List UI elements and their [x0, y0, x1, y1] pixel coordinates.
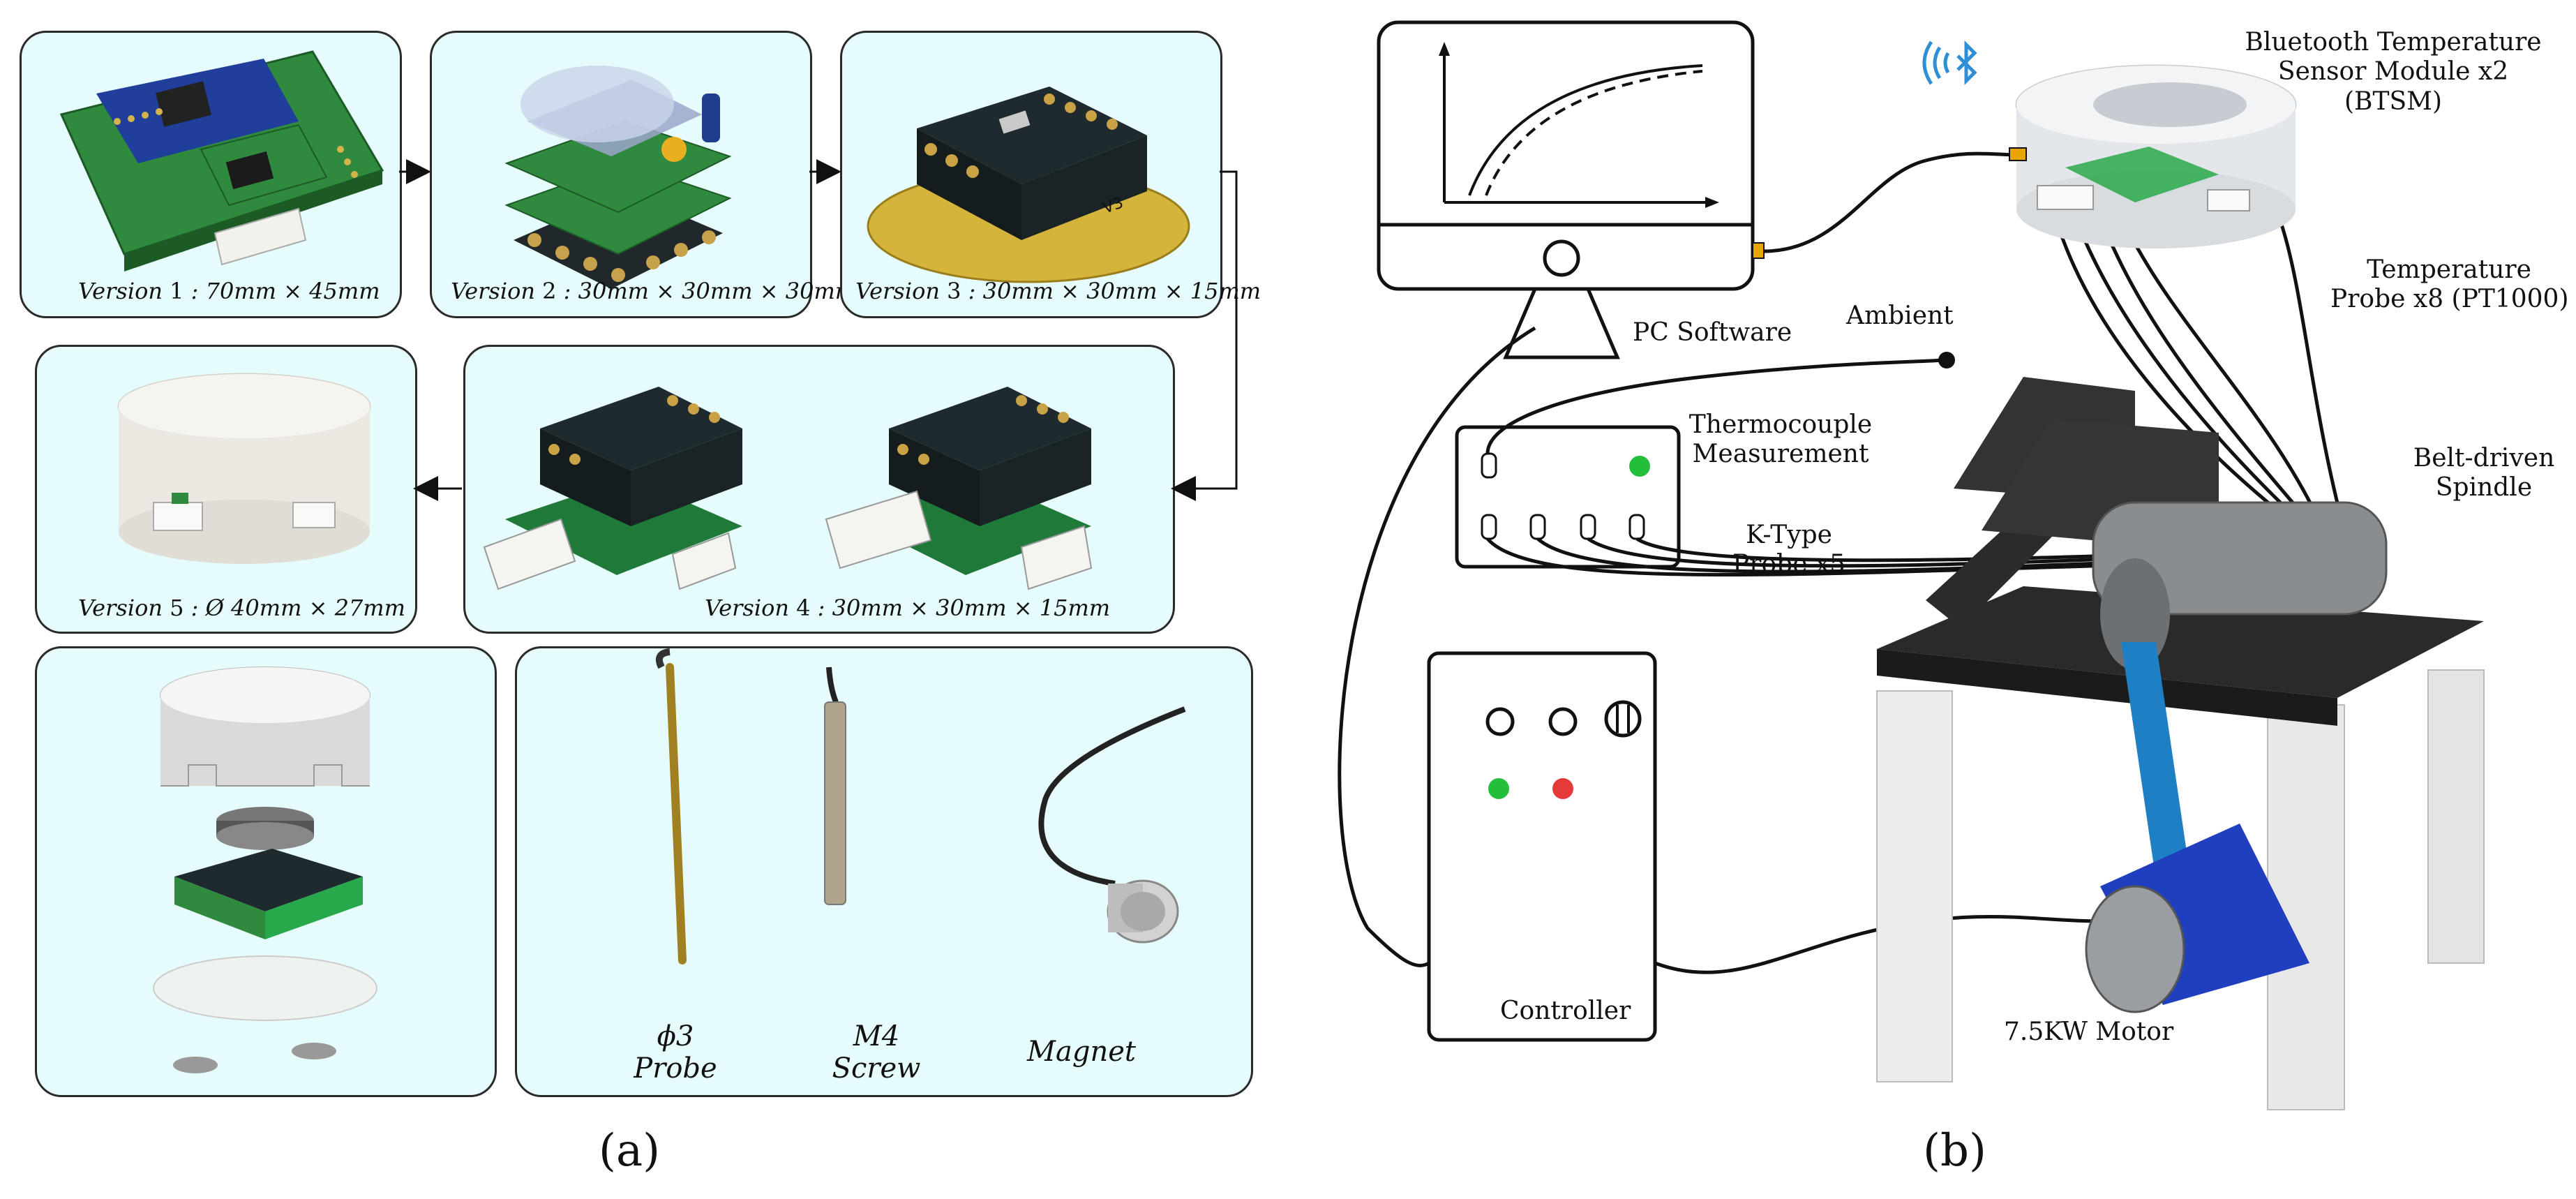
version-2-board-image: [504, 66, 732, 289]
thermocouple-box: [1455, 425, 1681, 569]
magnet-image: [1038, 706, 1186, 944]
panel-a-label: (a): [599, 1125, 661, 1177]
exploded-view-image: [153, 666, 377, 1073]
controller-label: Controller: [1500, 997, 1631, 1025]
probe-image: [656, 648, 687, 965]
version-5-enclosure-image: [117, 373, 371, 564]
controller-box: [1427, 651, 1657, 1042]
version-4-board-image: [483, 387, 1093, 590]
version-4-label: Version 4 : 30mm × 30mm × 15mm: [705, 595, 1111, 621]
ambient-label: Ambient: [1846, 301, 1954, 330]
mounting-options-panel: [515, 646, 1253, 1097]
pc-software-label: PC Software: [1633, 318, 1792, 347]
btsm-module-image: [2009, 64, 2297, 248]
k-type-probe-label: K-Type Probe x5: [1732, 521, 1846, 579]
version-4-board-left: [483, 387, 742, 590]
btsm-label: Bluetooth Temperature Sensor Module x2 (…: [2245, 28, 2542, 116]
magnet-label: Magnet: [1027, 1036, 1136, 1068]
pc-monitor: [1377, 20, 1765, 359]
bluetooth-icon: [1922, 40, 1977, 86]
temperature-probe-label: Temperature Probe x8 (PT1000): [2330, 255, 2569, 314]
ambient-probe-tip: [1938, 352, 1955, 368]
version-1-board-image: [59, 50, 384, 271]
motor-label: 7.5KW Motor: [2004, 1018, 2174, 1046]
screw-label: M4 Screw: [832, 1020, 921, 1085]
mounting-options-image: [656, 648, 1186, 965]
version-1-label: Version 1 : 70mm × 45mm: [78, 278, 380, 304]
version-flow-arrows: [399, 159, 1238, 501]
version-2-label: Version 2 : 30mm × 30mm × 30mm: [451, 278, 857, 304]
belt-driven-spindle-label: Belt-driven Spindle: [2413, 444, 2555, 502]
version-3-board-image: V3: [867, 87, 1190, 283]
version-3-label: Version 3 : 30mm × 30mm × 15mm: [855, 278, 1261, 304]
screw-image: [824, 666, 846, 905]
version-5-label: Version 5 : Ø 40mm × 27mm: [78, 595, 405, 621]
probe-label: ϕ3 Probe: [634, 1020, 717, 1085]
thermocouple-label: Thermocouple Measurement: [1688, 410, 1873, 469]
panel-b-label: (b): [1923, 1125, 1986, 1177]
version-4-board-right: [825, 387, 1093, 590]
spindle-test-bench-image: [1876, 377, 2485, 1110]
arrow-v3-v4: [1171, 170, 1238, 501]
